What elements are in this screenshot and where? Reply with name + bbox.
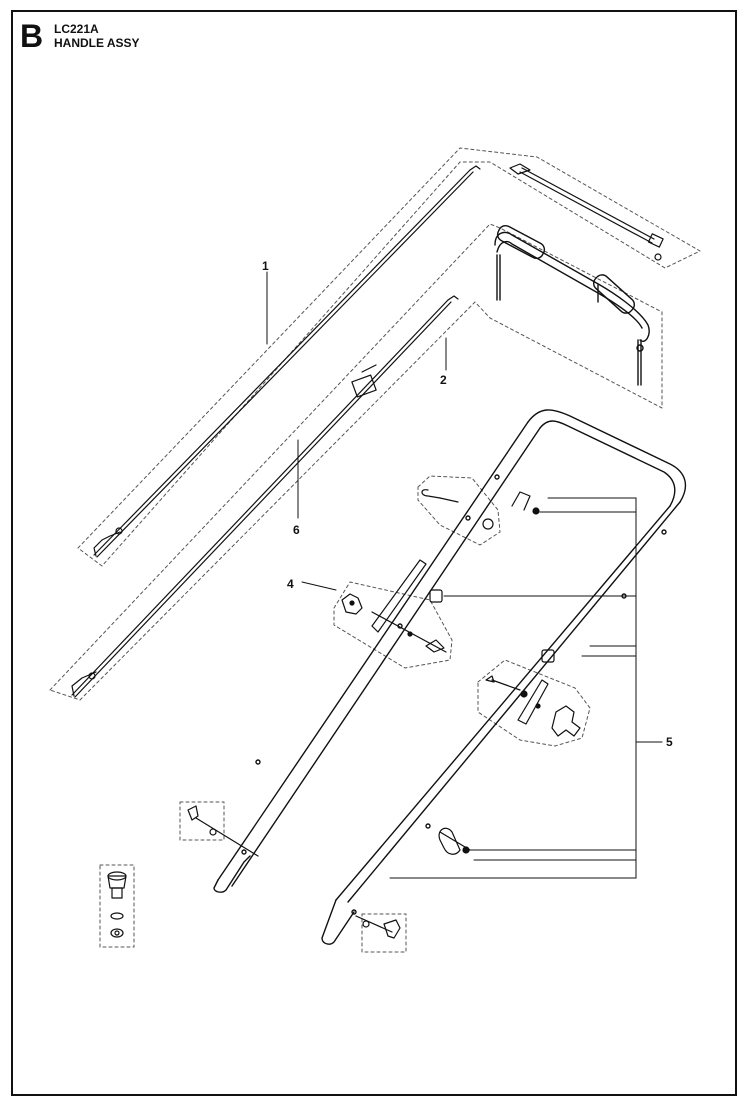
- diagram-frame: [11, 10, 737, 1096]
- assembly-title: HANDLE ASSY: [54, 36, 140, 50]
- control-cable-part-1: [93, 165, 481, 558]
- model-code: LC221A: [54, 22, 99, 36]
- dashed-group-right-pivot: [361, 913, 407, 953]
- callout-5: 5: [666, 735, 673, 749]
- control-rod: [509, 163, 664, 261]
- dashed-group-left-pivot: [179, 801, 225, 841]
- callout-6: 6: [293, 523, 300, 537]
- callout-2: 2: [440, 373, 447, 387]
- upper-handle-bar: [494, 224, 650, 386]
- dashed-group-right-knob: [477, 659, 591, 747]
- right-pivot-hardware: [355, 915, 401, 939]
- brake-cable-part-6: [71, 295, 459, 698]
- left-pivot-hardware: [187, 805, 259, 857]
- dashed-group-left-knob: [333, 581, 453, 669]
- dashed-group-cable-1: [77, 147, 701, 567]
- left-knob-hardware: [341, 559, 447, 653]
- right-knob-hardware: [485, 649, 581, 737]
- callout-1: 1: [262, 259, 269, 273]
- knob-kit-parts: [107, 871, 127, 938]
- dashed-group-cable-6: [49, 223, 663, 701]
- dashed-group-knob-kit: [99, 864, 135, 948]
- handle-frame: [213, 409, 687, 945]
- callout-4: 4: [287, 577, 294, 591]
- upper-clip-hardware: [421, 489, 540, 530]
- lower-cable-guide: [438, 827, 471, 855]
- section-letter: B: [20, 18, 44, 54]
- dashed-group-upper-fastener: [417, 475, 501, 546]
- callout-leaders: [266, 271, 663, 879]
